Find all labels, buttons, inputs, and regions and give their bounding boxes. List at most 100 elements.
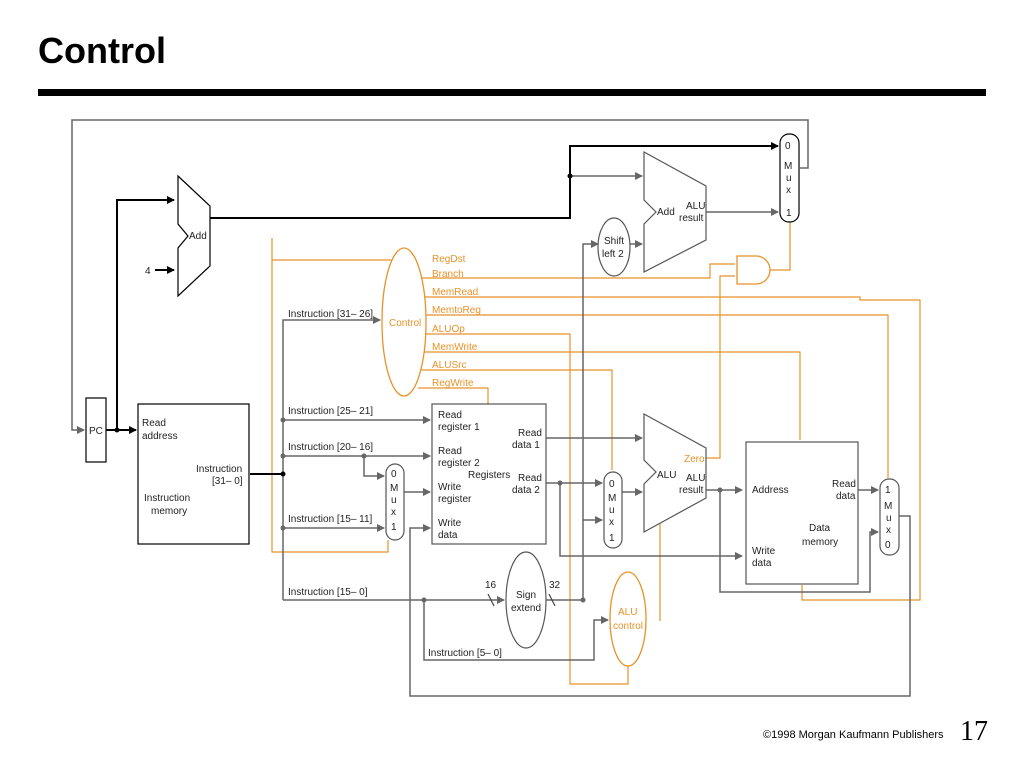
diagram-label: 0 (885, 540, 891, 551)
const-four: 4 (145, 266, 151, 277)
alu-outa: ALU (686, 473, 705, 484)
slide-title: Control (38, 30, 166, 71)
wire-f5 (423, 600, 609, 661)
alu-control (609, 571, 647, 667)
branch-adder-name: Add (657, 207, 675, 218)
page-number: 17 (960, 716, 988, 747)
control-wires (271, 222, 921, 685)
copyright-footer: ©1998 Morgan Kaufmann Publishers (763, 729, 944, 741)
rf-rd1b: data 1 (512, 440, 540, 451)
diagram-label: 0 (391, 469, 397, 480)
wire-memtoreg (424, 314, 889, 478)
imem-out1: Instruction (196, 464, 242, 475)
mux-regdst (385, 463, 405, 541)
shl-b: left 2 (602, 249, 624, 260)
rf-rr1a: Read (438, 410, 462, 421)
branch-adder-outb: result (679, 213, 704, 224)
shift-left-2 (597, 217, 631, 277)
dm-wda: Write (752, 546, 776, 557)
mux-alusrc (603, 471, 623, 549)
control-label: Control (389, 318, 421, 329)
wire-aluop (424, 333, 629, 685)
dm-nameb: memory (802, 537, 838, 548)
wire-se-shl (582, 240, 599, 600)
aluctl-b: control (613, 621, 643, 632)
wire-memwrite (423, 351, 801, 440)
rf-rd2b: data 2 (512, 485, 540, 496)
data-wires (71, 119, 911, 697)
control-unit (381, 247, 427, 397)
wire-regwrite (418, 387, 489, 404)
diagram-label: u (609, 505, 615, 516)
dm-wdb: data (752, 558, 772, 569)
branch-adder-outa: ALU (686, 201, 705, 212)
signal-aluop: ALUOp (432, 324, 465, 335)
diagram-label: M (784, 161, 792, 172)
rf-wda: Write (438, 518, 462, 529)
imem-address: address (142, 431, 178, 442)
title-rule (38, 89, 986, 96)
diagram-label: M (608, 493, 616, 504)
mux-pc-source (779, 133, 800, 223)
pc-register (85, 397, 107, 463)
imem-name2: memory (151, 506, 187, 517)
dm-rdb: data (836, 491, 856, 502)
diagram-label: x (609, 517, 614, 528)
aluctl-a: ALU (618, 607, 637, 618)
signal-alusrc: ALUSrc (432, 360, 466, 371)
diagram-label: 1 (609, 533, 615, 544)
instruction-memory (137, 403, 250, 545)
wire-alusrc (420, 369, 613, 470)
se-a: Sign (516, 590, 536, 601)
alu-outb: result (679, 485, 704, 496)
wire-and-out (768, 222, 791, 271)
rf-wra: Write (438, 482, 462, 493)
signal-memtoreg: MemtoReg (432, 305, 481, 316)
signal-regdst: RegDst (432, 254, 466, 265)
imem-out2: [31– 0] (212, 476, 243, 487)
diagram-label: 0 (609, 479, 615, 490)
pc-label: PC (89, 426, 103, 437)
diagram-label: u (391, 495, 397, 506)
wire-rd2-mem (559, 483, 743, 560)
wire-writeback (409, 515, 911, 697)
wire-zero (706, 275, 735, 459)
diagram-label: u (786, 173, 792, 184)
main-alu (643, 412, 707, 534)
dm-rda: Read (832, 479, 856, 490)
dm-addr: Address (752, 485, 789, 496)
alu-zero: Zero (684, 454, 705, 465)
signal-memwrite: MemWrite (432, 342, 478, 353)
rf-rr1b: register 1 (438, 422, 480, 433)
field-31-26: Instruction [31– 26] (288, 309, 373, 320)
se-in-bits: 16 (485, 580, 497, 591)
rf-rr2a: Read (438, 446, 462, 457)
signal-branch: Branch (432, 269, 464, 280)
alu-name: ALU (657, 470, 676, 481)
se-b: extend (511, 603, 541, 614)
diagram-label: M (884, 501, 892, 512)
diagram-label: x (391, 507, 396, 518)
imem-read: Read (142, 418, 166, 429)
wire-regdst (271, 238, 415, 553)
field-5-0: Instruction [5– 0] (428, 648, 502, 659)
wire-adder-top (210, 142, 779, 219)
se-out-bits: 32 (549, 580, 561, 591)
wire-branch (422, 263, 735, 279)
shl-a: Shift (604, 236, 624, 247)
wire-pc-loop (71, 119, 809, 434)
branch-and-gate (736, 255, 771, 285)
bold-wires (106, 142, 779, 475)
rf-rr2b: register 2 (438, 458, 480, 469)
rf-rd1a: Read (518, 428, 542, 439)
data-memory (745, 441, 859, 585)
diagram-label: 1 (391, 522, 397, 533)
diagram-label: x (786, 185, 791, 196)
wire-memread (423, 296, 921, 601)
rf-name: Registers (468, 470, 510, 481)
signal-memread: MemRead (432, 287, 478, 298)
register-file (431, 403, 547, 545)
mux-memtoreg (879, 478, 900, 556)
imem-name1: Instruction (144, 493, 190, 504)
